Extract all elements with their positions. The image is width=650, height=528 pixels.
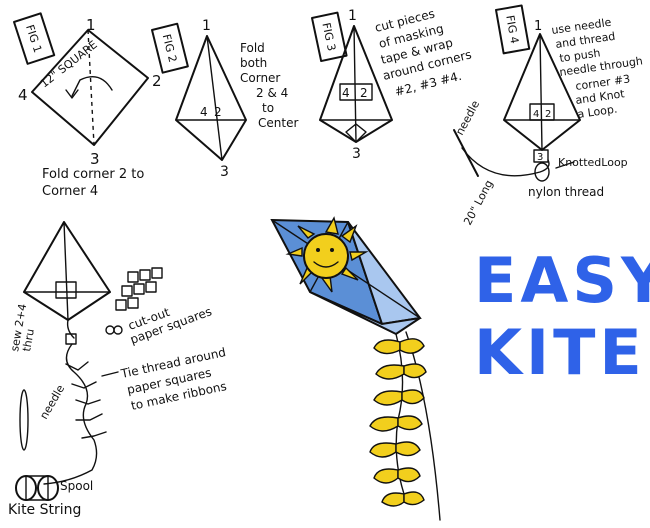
final-paper-ribbons — [65, 361, 107, 439]
fig4-note-line: to push — [559, 46, 602, 65]
fig3-label-box: FIG 3 — [311, 11, 348, 63]
page-title: EASY KITES — [474, 244, 650, 389]
fig2-note-line: both — [240, 56, 267, 70]
fig2-note-line: Fold — [240, 41, 265, 55]
fig4-note: use needle and thread to push needle thr… — [551, 16, 644, 121]
fig2-n4: 4 — [200, 105, 208, 119]
colored-kite-illustration — [270, 216, 441, 521]
fig4-diagram: FIG 4 1 4 2 3 use needle and thread to p… — [453, 4, 644, 228]
fig1-label: FIG 1 — [23, 23, 44, 54]
fig1-diagram: FIG 1 12" SQUARE 1 2 3 4 Fold corner 2 t… — [13, 12, 162, 199]
fig3-diagram: FIG 3 1 4 2 3 cut pieces of masking tape… — [311, 6, 473, 162]
fig1-corner3: 3 — [90, 150, 100, 168]
fig4-thread — [461, 147, 550, 177]
fig1-fold-arrow — [71, 76, 113, 97]
fig4-n4: 4 — [533, 109, 539, 120]
fig4-length: 20" Long — [461, 178, 496, 228]
final-kite-diagram: cut-out paper squares sew 2+4 thru Tie t… — [8, 221, 228, 518]
fig4-thread-label: nylon thread — [528, 185, 604, 199]
fig2-note-line: Center — [258, 116, 298, 130]
fig2-note-line: Corner — [240, 71, 280, 85]
fig2-note: Fold both Corner 2 & 4 to Center — [240, 41, 298, 130]
fig4-n3: 3 — [537, 152, 543, 163]
fig4-needle — [453, 129, 479, 177]
fig1-corner2: 2 — [152, 72, 162, 90]
fig2-kite-shape — [175, 35, 247, 161]
fig4-label-box: FIG 4 — [495, 4, 531, 55]
fig3-n2: 2 — [360, 86, 368, 100]
fig4-n2: 2 — [545, 109, 551, 120]
fig4-label: FIG 4 — [503, 14, 521, 44]
fig1-caption-line1: Fold corner 2 to — [42, 167, 144, 182]
paper-squares-icon — [115, 267, 163, 311]
fig4-note-line: a Loop. — [577, 103, 619, 121]
fig4-n1: 1 — [534, 19, 542, 34]
fig2-note-line: to — [262, 101, 274, 115]
fig3-note: cut pieces of masking tape & wrap around… — [373, 6, 473, 98]
final-kite-string: Kite String — [8, 502, 81, 518]
fig3-label: FIG 3 — [319, 22, 338, 53]
title-line1: EASY — [474, 244, 650, 317]
fig3-n4: 4 — [342, 86, 350, 100]
scissors-icon — [105, 325, 123, 335]
final-needle — [19, 389, 29, 451]
fig1-fold-line — [87, 29, 95, 146]
spool-icon — [15, 475, 59, 501]
fig2-n2: 2 — [214, 105, 222, 119]
fig2-note-line: 2 & 4 — [256, 86, 288, 100]
fig3-n1: 1 — [348, 8, 357, 24]
final-spool: Spool — [60, 479, 93, 493]
final-needle-label: needle — [37, 382, 67, 421]
fig3-tape — [339, 83, 373, 101]
fig4-knotted-loop: KnottedLoop — [558, 156, 628, 169]
final-thru: thru — [20, 328, 37, 353]
fig2-n3: 3 — [220, 164, 229, 180]
fig2-diagram: FIG 2 1 4 2 3 Fold both Corner 2 & 4 to … — [151, 18, 298, 180]
sun-icon — [285, 216, 369, 293]
fig2-label: FIG 2 — [160, 33, 180, 64]
fig1-caption-line2: Corner 4 — [42, 184, 98, 199]
title-line2: KITES — [474, 316, 650, 389]
fig1-label-box: FIG 1 — [13, 12, 56, 65]
fig3-n3: 3 — [352, 146, 361, 162]
fig1-corner1: 1 — [86, 16, 96, 34]
fig1-corner4: 4 — [18, 86, 28, 104]
kite-tail-ribbons — [369, 338, 427, 507]
fig4-needle-label: needle — [453, 98, 482, 137]
fig2-label-box: FIG 2 — [151, 22, 189, 74]
fig2-n1: 1 — [202, 18, 211, 34]
final-tail-string — [43, 343, 98, 485]
